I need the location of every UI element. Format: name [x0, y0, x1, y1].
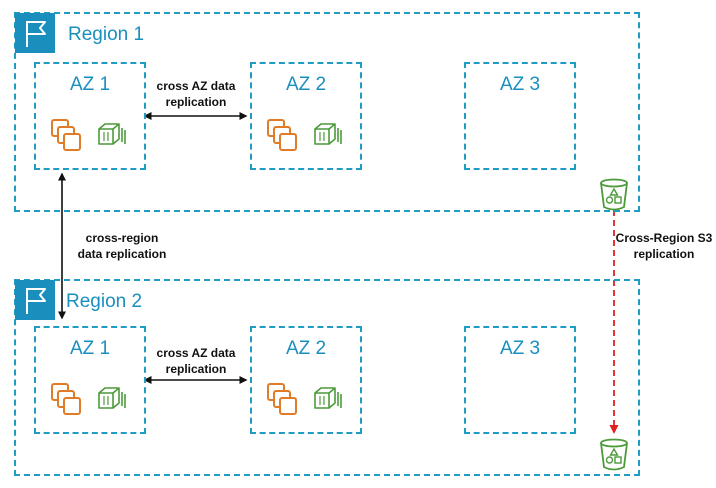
label-line: replication [165, 362, 227, 376]
label-line: replication [165, 95, 227, 109]
label-line: Cross-Region S3 [615, 231, 713, 245]
label-line: cross AZ data [156, 79, 236, 93]
availability-zone-3: AZ 3 [464, 62, 576, 170]
label-line: replication [633, 247, 695, 261]
az-label: AZ 1 [69, 338, 111, 359]
cross-region-label: cross-region data replication [70, 230, 174, 262]
cross-az-label-region-1: cross AZ data replication [150, 78, 242, 110]
availability-zone-3: AZ 3 [464, 326, 576, 434]
label-line: cross AZ data [156, 346, 236, 360]
label-line: cross-region [85, 231, 159, 245]
region-1-container: Region 1 AZ 1 AZ 2 [14, 12, 640, 212]
az-label: AZ 3 [499, 338, 541, 359]
az-label: AZ 1 [69, 74, 111, 95]
region-title: Region 1 [68, 24, 145, 45]
blocks-icon [98, 123, 126, 145]
instances-icon [267, 119, 297, 151]
region-2-container: Region 2 AZ 1 AZ 2 [14, 279, 640, 476]
cross-az-label-region-2: cross AZ data replication [150, 345, 242, 377]
availability-zone-2: AZ 2 [250, 62, 362, 170]
blocks-icon [314, 123, 342, 145]
s3-bucket-icon [600, 178, 628, 211]
flag-icon [15, 280, 55, 320]
availability-zone-2: AZ 2 [250, 326, 362, 434]
instances-icon [267, 383, 297, 415]
instances-icon [51, 119, 81, 151]
cross-region-s3-label: Cross-Region S3 replication [614, 230, 714, 262]
az-label: AZ 2 [285, 338, 327, 359]
instances-icon [51, 383, 81, 415]
flag-icon [15, 13, 55, 53]
blocks-icon [314, 387, 342, 409]
s3-bucket-icon [600, 438, 628, 471]
availability-zone-1: AZ 1 [34, 326, 146, 434]
az-label: AZ 2 [285, 74, 327, 95]
availability-zone-1: AZ 1 [34, 62, 146, 170]
az-label: AZ 3 [499, 74, 541, 95]
region-title: Region 2 [66, 291, 143, 312]
blocks-icon [98, 387, 126, 409]
label-line: data replication [77, 247, 167, 261]
